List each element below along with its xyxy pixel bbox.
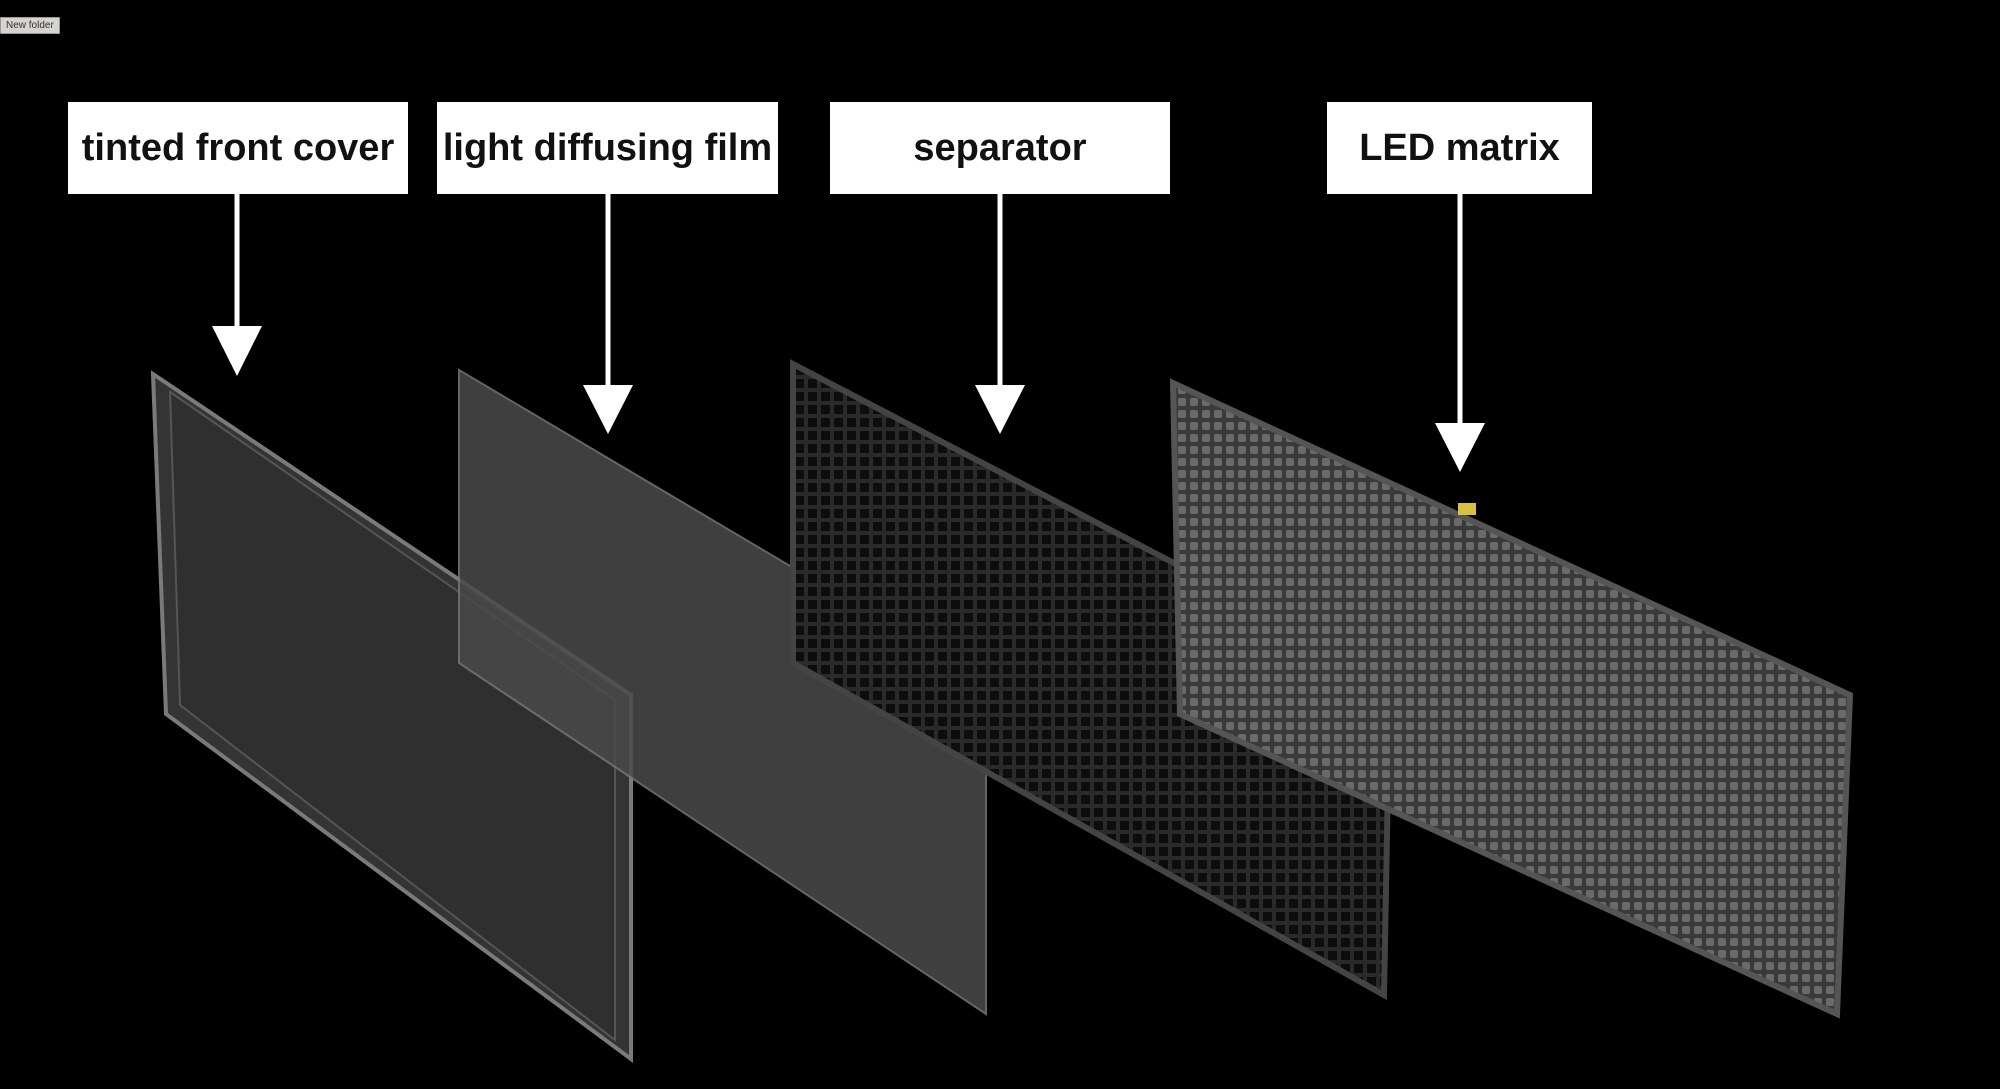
- arrow-tinted-front-cover: [212, 194, 262, 376]
- arrow-separator: [975, 194, 1025, 434]
- label-separator: separator: [830, 102, 1170, 194]
- label-led-matrix: LED matrix: [1327, 102, 1592, 194]
- new-folder-icon-label[interactable]: New folder: [0, 17, 60, 34]
- led-matrix-panel: [1169, 378, 1854, 1019]
- label-tinted-front-cover: tinted front cover: [68, 102, 408, 194]
- arrow-light-diffusing-film: [583, 194, 633, 434]
- label-light-diffusing-film: light diffusing film: [437, 102, 778, 194]
- led-connector: [1458, 503, 1476, 515]
- arrow-led-matrix: [1435, 194, 1485, 472]
